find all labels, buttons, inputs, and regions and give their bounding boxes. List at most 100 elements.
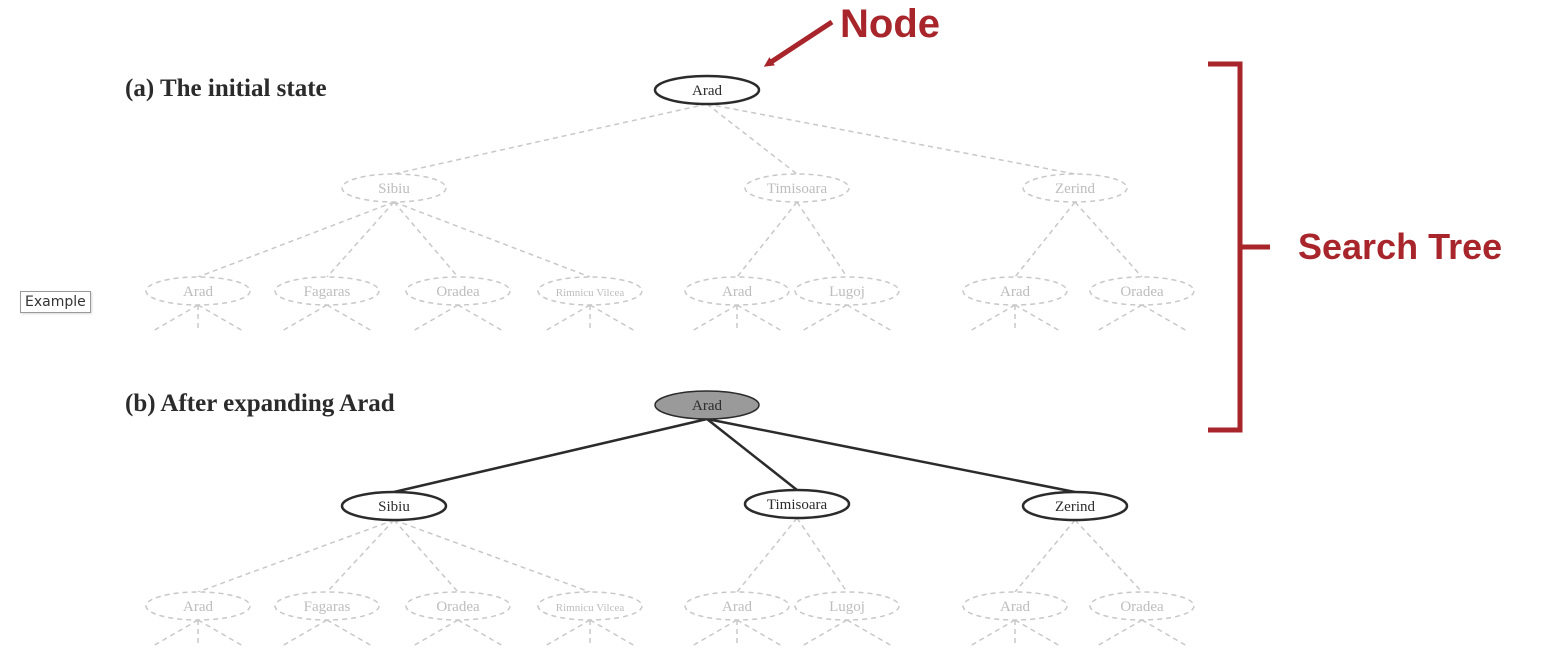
tree-edge: [326, 519, 395, 593]
node-ellipse: [274, 276, 380, 306]
node-label: Fagaras: [304, 599, 351, 615]
tree-node-fagaras: Fagaras: [274, 591, 380, 621]
node-label: Timisoara: [767, 497, 828, 513]
node-ellipse: [145, 591, 251, 621]
node-ellipse: [744, 173, 850, 203]
tree-edge: [736, 201, 798, 278]
tree-root-node-arad: Arad: [653, 74, 761, 106]
tree-node-zerind: Zerind: [1021, 490, 1129, 522]
tree-node-oradea: Oradea: [405, 591, 511, 621]
tree-edge-stub: [1096, 304, 1143, 332]
node-ellipse: [145, 276, 251, 306]
tree-node-arad: Arad: [145, 276, 251, 306]
node-ellipse: [274, 591, 380, 621]
tree-node-arad: Arad: [684, 276, 790, 306]
node-label: Timisoara: [767, 181, 828, 197]
edges-layer: [152, 103, 1188, 647]
tree-edge: [326, 201, 395, 278]
tree-node-oradea: Oradea: [1089, 276, 1195, 306]
tree-node-arad: Arad: [145, 591, 251, 621]
node-label: Arad: [1000, 599, 1030, 615]
tree-edge: [393, 201, 591, 278]
annotation-layer: [763, 19, 1270, 433]
tree-edge: [1014, 201, 1076, 278]
tree-node-arad: Arad: [684, 591, 790, 621]
node-label: Rimnicu Vilcea: [556, 602, 625, 614]
tree-edge-stub: [1096, 619, 1143, 647]
node-label: Arad: [183, 599, 213, 615]
tree-node-timisoara: Timisoara: [744, 173, 850, 203]
node-ellipse: [794, 276, 900, 306]
node-label: Sibiu: [378, 499, 410, 515]
tree-edge-stub: [691, 304, 738, 332]
tree-edge-stub: [544, 304, 591, 332]
tree-node-oradea: Oradea: [1089, 591, 1195, 621]
tree-edge-stub: [1014, 304, 1061, 332]
tree-root-node-arad: Arad: [654, 390, 760, 420]
node-ellipse: [653, 74, 761, 106]
tree-edge-stub: [197, 304, 244, 332]
tree-edge: [393, 417, 708, 494]
tree-edge: [393, 103, 708, 175]
tree-edge: [197, 201, 395, 278]
caption-initial-state: (a) The initial state: [125, 75, 327, 102]
tree-edge-stub: [1141, 304, 1188, 332]
tree-edge: [1074, 201, 1143, 278]
tree-node-oradea: Oradea: [405, 276, 511, 306]
node-label: Arad: [722, 599, 752, 615]
node-ellipse: [962, 591, 1068, 621]
tree-edge-stub: [326, 304, 373, 332]
tree-edge-stub: [801, 619, 848, 647]
node-label: Arad: [1000, 284, 1030, 300]
tree-edge: [393, 519, 459, 593]
tree-edge-stub: [801, 304, 848, 332]
node-label: Rimnicu Vilcea: [556, 287, 625, 299]
tree-edge-stub: [412, 304, 459, 332]
node-label: Lugoj: [829, 284, 865, 300]
node-ellipse: [1089, 591, 1195, 621]
tree-edge-stub: [969, 619, 1016, 647]
node-ellipse: [684, 591, 790, 621]
tree-edge-stub: [736, 304, 783, 332]
example-tag: Example: [20, 291, 91, 313]
tree-edge: [197, 519, 395, 593]
node-ellipse: [340, 490, 448, 522]
tree-edge-stub: [457, 304, 504, 332]
node-label: Arad: [183, 284, 213, 300]
node-ellipse: [405, 591, 511, 621]
tree-edge: [1074, 519, 1143, 593]
tree-edge-stub: [197, 619, 244, 647]
node-ellipse: [654, 390, 760, 420]
tree-edge-stub: [281, 304, 328, 332]
node-ellipse: [537, 276, 643, 306]
tree-edge: [706, 417, 1076, 494]
tree-edge: [1014, 519, 1076, 593]
tree-node-rimnicu-vilcea: Rimnicu Vilcea: [537, 276, 643, 306]
tree-edge: [796, 517, 848, 593]
node-label: Arad: [692, 398, 722, 414]
node-label: Zerind: [1055, 499, 1095, 515]
tree-edge: [393, 201, 459, 278]
tree-edge: [796, 201, 848, 278]
node-ellipse: [684, 276, 790, 306]
node-label: Arad: [722, 284, 752, 300]
tree-node-lugoj: Lugoj: [794, 591, 900, 621]
tree-edge-stub: [589, 619, 636, 647]
tree-node-lugoj: Lugoj: [794, 276, 900, 306]
tree-edge-stub: [1014, 619, 1061, 647]
tree-edge-stub: [326, 619, 373, 647]
node-label: Arad: [692, 83, 722, 99]
node-label: Sibiu: [378, 181, 410, 197]
tree-edge: [706, 103, 798, 175]
tree-edge-stub: [412, 619, 459, 647]
node-ellipse: [341, 173, 447, 203]
tree-edge-stub: [152, 304, 199, 332]
tree-edge-stub: [736, 619, 783, 647]
node-ellipse: [1022, 173, 1128, 203]
tree-edge-stub: [152, 619, 199, 647]
tree-node-sibiu: Sibiu: [340, 490, 448, 522]
tree-node-timisoara: Timisoara: [743, 488, 851, 520]
tree-node-zerind: Zerind: [1022, 173, 1128, 203]
tree-node-sibiu: Sibiu: [341, 173, 447, 203]
node-label: Fagaras: [304, 284, 351, 300]
